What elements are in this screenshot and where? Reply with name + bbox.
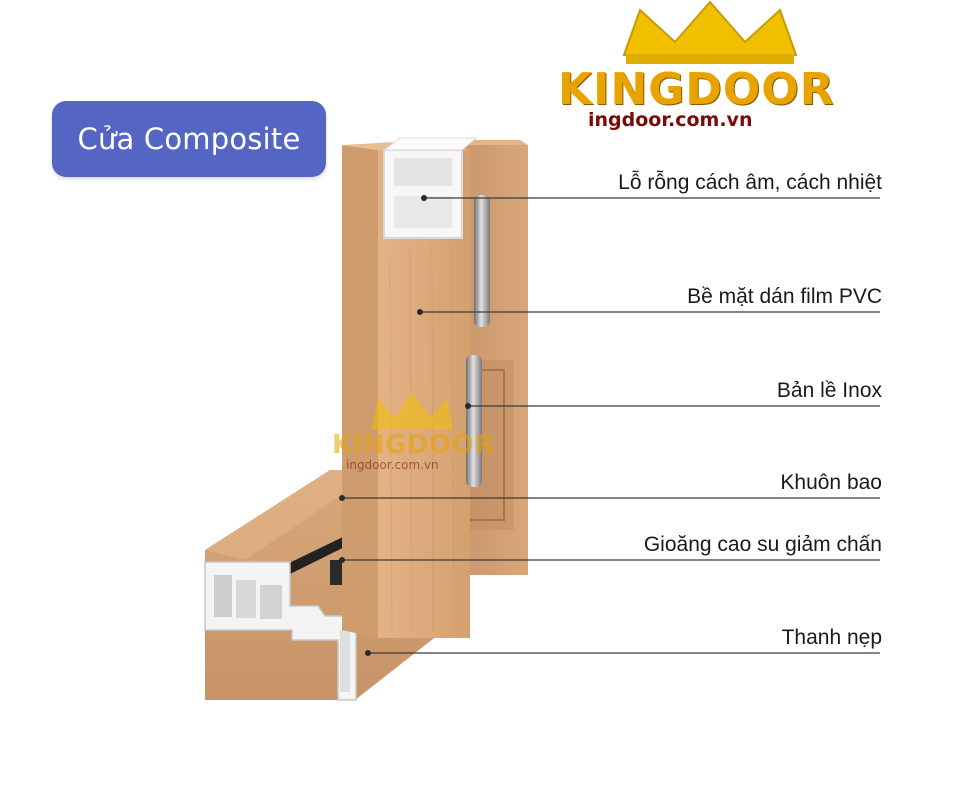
brand-logo: KINGDOOR ingdoor.com.vn [548,0,878,140]
hinges [466,195,490,487]
pvc-cross-section [204,561,357,701]
callout-door-frame: Khuôn bao [780,471,882,494]
watermark: KINGDOOR ingdoor.com.vn [332,430,495,472]
hollow-chambers [382,137,478,239]
logo-brand-text: KINGDOOR [558,64,835,115]
product-title-badge: Cửa Composite [52,101,326,177]
callout-pvc-film: Bề mặt dán film PVC [687,285,882,308]
door-leaf [342,137,478,638]
watermark-url-text: ingdoor.com.vn [346,458,439,472]
callout-stainless-hinge: Bản lề Inox [776,379,882,402]
callout-rubber-gasket: Gioăng cao su giảm chấn [643,533,882,556]
callout-trim-strip: Thanh nẹp [781,626,882,649]
logo-crown-icon [622,0,798,64]
leader-lines [342,197,880,654]
watermark-brand-text: KINGDOOR [332,430,495,460]
callout-hollow-core: Lỗ rỗng cách âm, cách nhiệt [618,171,882,194]
logo-url-text: ingdoor.com.vn [588,109,753,131]
watermark-crown-icon [372,392,453,430]
